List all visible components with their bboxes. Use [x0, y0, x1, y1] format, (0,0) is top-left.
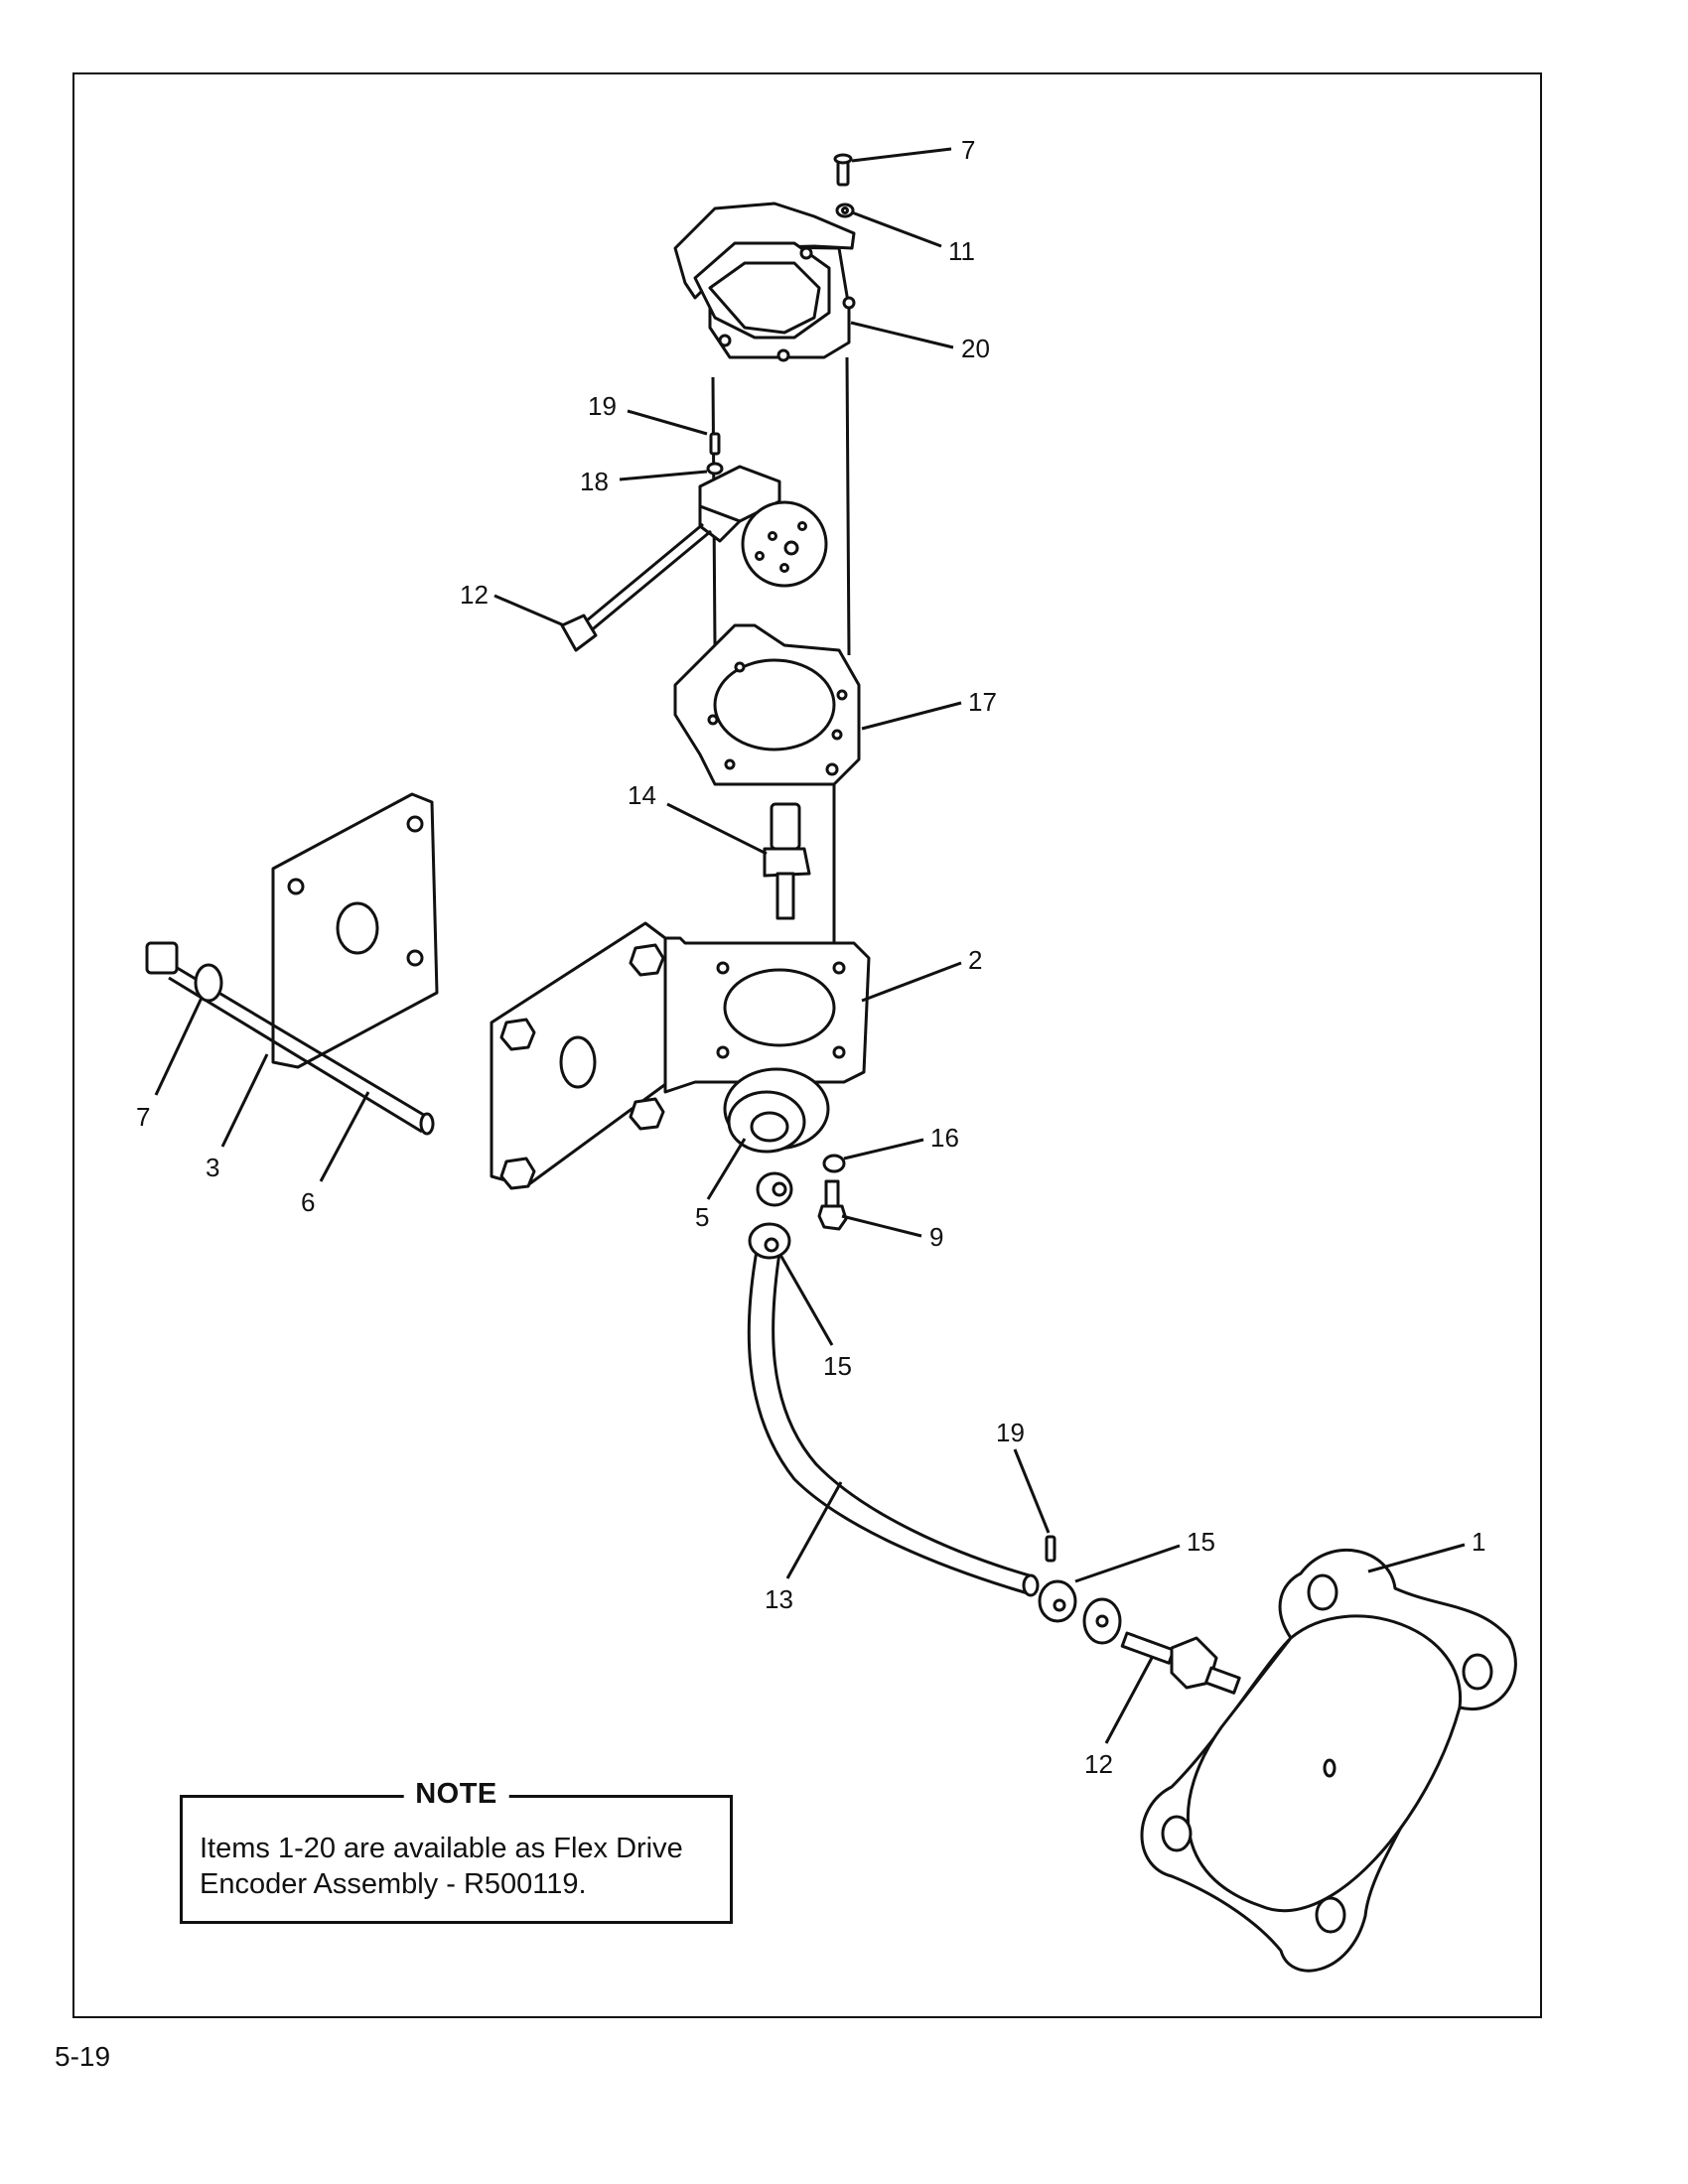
callout-14: 13	[765, 1584, 793, 1614]
part-3-side-plate	[271, 792, 439, 1069]
part-19-screw-lower	[1045, 1535, 1056, 1563]
encoder-disc	[741, 500, 828, 588]
note-text-line-1: Items 1-20 are available as Flex Drive	[200, 1833, 683, 1864]
part-15-collar-upper	[748, 1222, 791, 1260]
lower-coupling-nut	[1082, 1597, 1122, 1645]
part-16-lockwasher	[822, 1154, 846, 1173]
part-15-collar-lower	[1038, 1579, 1077, 1623]
callout-7: 7	[136, 1102, 150, 1132]
part-20-cover	[673, 202, 856, 362]
callout-17: 17	[968, 687, 997, 717]
callout-12: 12	[1084, 1749, 1113, 1779]
callout-10: 11	[948, 236, 975, 266]
callout-1: 1	[1472, 1527, 1485, 1557]
part-11-sensor-cable	[560, 465, 781, 652]
callout-19-lower: 19	[996, 1418, 1025, 1447]
callout-15-upper: 15	[823, 1351, 852, 1381]
callout-4: 7	[961, 135, 975, 165]
callout-15-lower: 15	[1187, 1527, 1215, 1557]
assembly-line-right	[845, 356, 851, 656]
part-9-bolt	[817, 1179, 848, 1231]
part-12-fitting	[1120, 1631, 1241, 1695]
part-2-main-bracket	[490, 921, 871, 1190]
part-19-screw-upper	[709, 432, 721, 456]
part-10-washer	[835, 203, 855, 218]
callout-9: 9	[929, 1222, 943, 1252]
callout-11: 12	[460, 580, 489, 610]
callout-16: 16	[930, 1123, 959, 1153]
callout-18: 18	[580, 467, 609, 496]
callout-6: 6	[301, 1187, 315, 1217]
figure-frame	[72, 72, 1542, 2018]
part-17-mounting-plate	[673, 623, 861, 786]
page-number: 5-19	[55, 2041, 111, 2072]
part-13-shaft-coupling	[763, 802, 811, 920]
callout-19-upper: 19	[588, 391, 617, 421]
part-18-washer	[706, 462, 724, 476]
part-7-washer	[194, 963, 223, 1003]
note-text-line-2: Encoder Assembly - R500119.	[200, 1868, 587, 1901]
part-4-screw	[833, 153, 853, 187]
note-text: Items 1-20 are available as Flex Drive E…	[200, 1831, 720, 1903]
part-5-bearing	[723, 1067, 830, 1154]
callout-20: 20	[961, 334, 990, 363]
part-6-long-bolt	[145, 941, 435, 1136]
callout-labels: 7 11 20 19 18 12 17 14 2 16 9 5 15 7 3 6…	[136, 135, 1485, 1779]
note-box: NOTE Items 1-20 are available as Flex Dr…	[180, 1778, 733, 1924]
note-title: NOTE	[403, 1778, 509, 1811]
callout-5: 5	[695, 1202, 709, 1232]
callout-2: 2	[968, 945, 982, 975]
part-1-flange-plate	[1140, 1549, 1517, 1973]
bearing-collar	[756, 1171, 793, 1207]
part-14-flex-shaft	[747, 1250, 1040, 1597]
leader-lines	[154, 147, 1466, 1744]
callout-13: 14	[628, 780, 656, 810]
callout-3: 3	[206, 1153, 219, 1182]
